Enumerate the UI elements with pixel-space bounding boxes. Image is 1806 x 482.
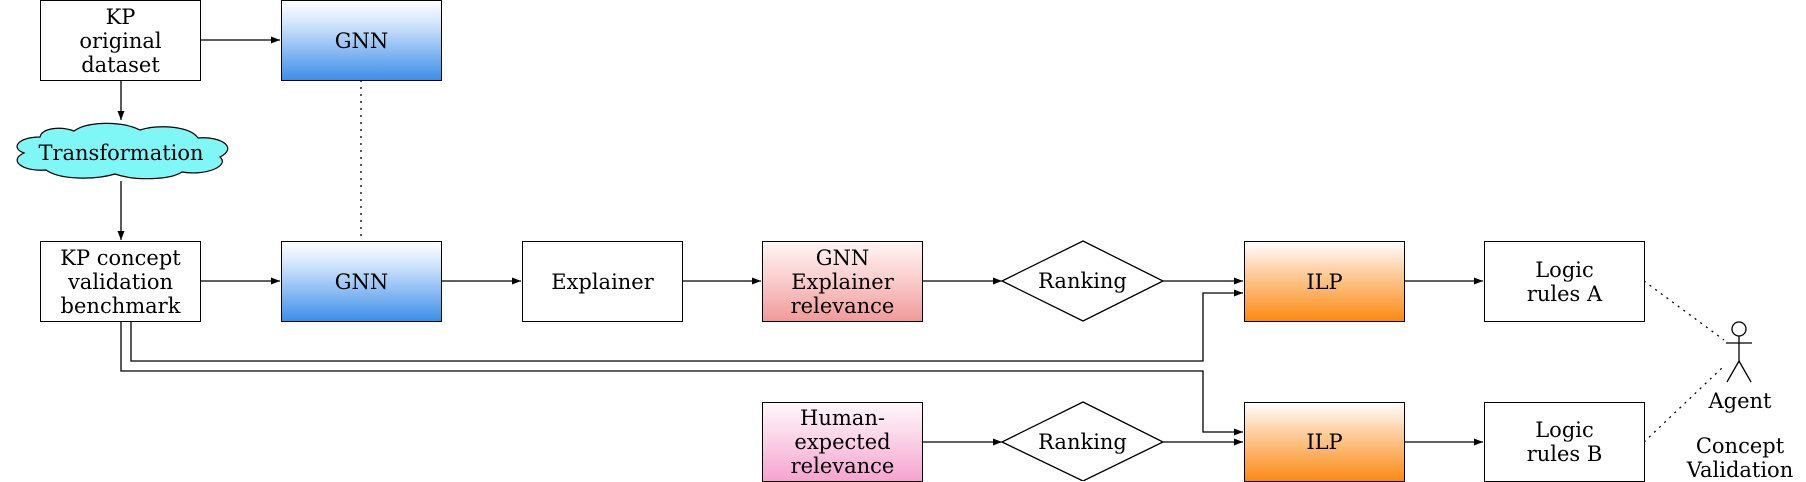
explainer-box: Explainer	[522, 241, 683, 322]
concept-validation-label: Concept Validation	[1686, 434, 1794, 482]
kp-original-dataset-box: KP original dataset	[40, 0, 201, 81]
gnn-top-box: GNN	[281, 0, 442, 81]
ranking-top-label: Ranking	[1038, 269, 1127, 293]
ranking-bottom-label: Ranking	[1038, 430, 1127, 454]
agent-label: Agent	[1708, 389, 1772, 413]
edge-benchmark-to-ilp-bottom	[120, 321, 1243, 436]
ilp-bottom-box: ILP	[1244, 402, 1405, 482]
transformation-label: Transformation	[38, 141, 204, 165]
edge-rules-a-to-agent	[1643, 280, 1725, 341]
gnn-mid-box: GNN	[281, 241, 442, 322]
ilp-top-box: ILP	[1244, 241, 1405, 322]
ranking-bottom-diamond	[1000, 401, 1165, 481]
human-expected-relevance-box: Human- expected relevance	[762, 402, 923, 482]
transformation-cloud	[16, 122, 229, 180]
ranking-top-diamond	[1000, 240, 1165, 322]
edge-benchmark-to-ilp-top	[130, 289, 1243, 362]
kp-benchmark-box: KP concept validation benchmark	[40, 241, 201, 322]
gnn-explainer-relevance-box: GNN Explainer relevance	[762, 241, 923, 322]
logic-rules-b-box: Logic rules B	[1484, 402, 1645, 482]
logic-rules-a-box: Logic rules A	[1484, 241, 1645, 322]
edge-rules-b-to-agent	[1643, 365, 1725, 443]
agent-figure	[1726, 321, 1752, 383]
